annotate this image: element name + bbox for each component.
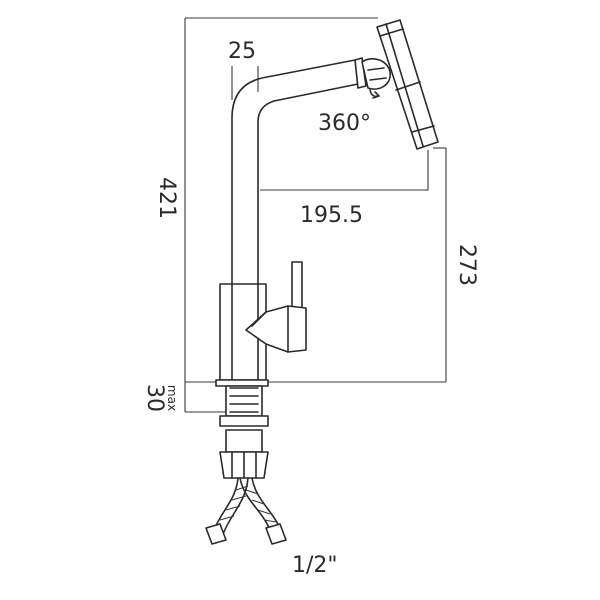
total-height-label: 421 (154, 177, 179, 219)
max-label: max (165, 385, 179, 411)
spout (231, 59, 359, 286)
rotation-label: 360° (318, 111, 371, 136)
supply-hoses (205, 477, 287, 545)
swivel-joint (354, 57, 391, 99)
spout-width-label: 25 (228, 39, 256, 64)
connection-size-label: 1/2" (292, 553, 338, 578)
deck-ring (215, 379, 269, 427)
handle-lever (245, 261, 307, 353)
spout-reach-label: 195.5 (300, 203, 363, 228)
deck-thickness-label: 30 (142, 384, 167, 412)
spray-head (376, 19, 439, 150)
spout-height-label: 273 (454, 244, 479, 286)
dimension-lines (184, 17, 447, 413)
mounting-nut (219, 429, 269, 479)
